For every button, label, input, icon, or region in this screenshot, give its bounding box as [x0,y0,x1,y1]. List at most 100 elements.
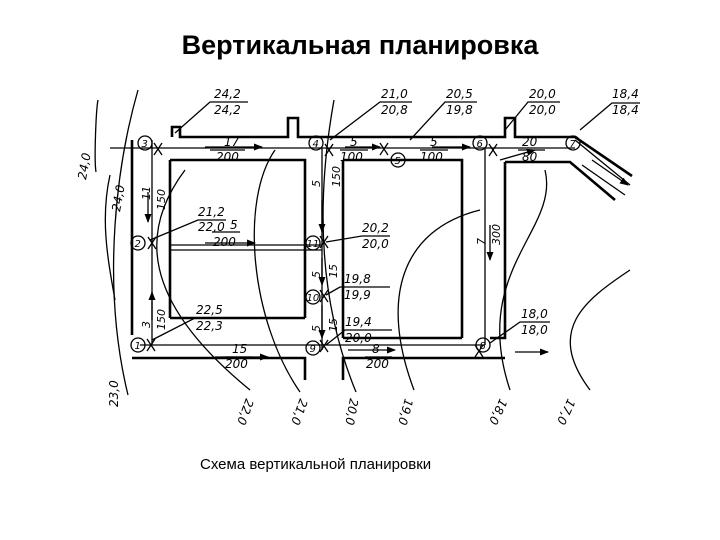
elevation-top: 20,0 [529,87,556,101]
elevation-top: 21,2 [198,205,225,219]
contour-20 [322,99,357,393]
elevation-top: 19,8 [344,272,371,286]
leader-el-2 [329,101,412,141]
slope-labels: 17 200 5 100 5 100 20 80 5 200 15 200 8 … [140,135,538,371]
slope-value: 17 [224,135,240,149]
svg-text:11: 11 [307,239,320,250]
elevation-bottom: 19,8 [446,103,473,117]
slope-length: 80 [522,150,538,164]
block-middle-outline [343,158,464,338]
block-west-outline [170,158,307,318]
slope-length: 100 [340,150,363,164]
node-1: 1 [130,337,156,353]
svg-text:5: 5 [395,156,401,167]
elevation-bottom: 20,0 [345,331,372,345]
contour-24-left [104,174,116,301]
flow-arrow [591,159,629,186]
contour-17 [569,269,631,391]
contour-label: 23,0 [107,380,121,407]
road-edges [130,116,633,380]
node-6: 6 [472,135,498,157]
slope-value: 5 [430,135,438,149]
flow-arrow [499,148,536,161]
contour-label: 20,0 [342,397,360,426]
leader-el-9 [151,317,225,341]
elevation-bottom: 22,3 [196,319,223,333]
slope-value: 5 [230,218,238,232]
elevation-bottom: 22,0 [198,220,225,234]
node-9: 9 [305,339,329,356]
block-east-top [505,160,616,201]
leader-el-8 [325,286,390,296]
svg-text:9: 9 [310,344,316,355]
elevation-bottom: 18,0 [521,323,548,337]
svg-text:10: 10 [307,293,320,304]
elevation-labels: 24,2 24,2 21,0 20,8 20,5 19,8 20,0 20,0 … [196,87,639,345]
elevation-top: 19,4 [345,315,372,329]
elevation-bottom: 24,2 [214,103,241,117]
leader-el-1 [174,101,248,134]
svg-text:2: 2 [135,239,141,250]
contour-23 [112,89,139,396]
svg-text:7: 7 [570,139,577,150]
road-edge-bottom-right [341,356,505,380]
slope-length: 200 [216,150,239,164]
slope-length: 150 [155,189,168,210]
road-edge-bottom-left [132,356,307,380]
figure-caption: Схема вертикальной планировки [200,456,432,473]
page-title: Вертикальная планировка [181,30,539,60]
slope-length: 150 [155,309,168,330]
node-10: 10 [305,289,329,305]
node-7: 7 [565,135,581,151]
contour-label: 24,0 [109,183,127,212]
elevation-top: 24,2 [214,87,241,101]
node-2: 2 [130,235,157,251]
elevation-bottom: 19,9 [344,288,371,302]
contour-label: 24,0 [75,151,93,180]
node-8: 8 [474,337,491,358]
node-11: 11 [305,235,329,251]
slope-length: 150 [330,166,343,187]
slope-length: 200 [366,357,389,371]
contour-label: 21,0 [288,397,310,427]
slope-value: 5 [310,325,323,332]
elevation-leaders [149,101,640,358]
elevation-bottom: 20,0 [529,103,556,117]
leader-el-6 [149,219,226,241]
slope-length: 300 [490,224,503,245]
contour-lines [94,89,631,396]
elevation-bottom: 20,8 [381,103,408,117]
contour-label: 22,0 [234,397,256,427]
slope-length: 15 [327,318,340,332]
elevation-bottom: 20,0 [362,237,389,251]
contour-label: 18,0 [486,397,510,427]
leader-el-7 [325,235,390,243]
slope-value: 7 [475,238,488,245]
elevation-bottom: 18,4 [612,103,639,117]
contour-18 [499,169,548,391]
slope-length: 200 [225,357,248,371]
leader-el-5 [579,102,640,131]
contour-21 [253,149,301,393]
slope-value: 11 [140,186,153,200]
node-4: 4 [308,135,334,157]
slope-value: 20 [522,135,538,149]
elevation-top: 18,4 [612,87,639,101]
contour-24-top [94,99,99,173]
slope-value: 3 [140,321,153,328]
leader-el-11 [489,321,550,344]
contour-label: 17,0 [554,397,578,427]
contour-label: 19,0 [395,397,416,427]
flow-arrows [144,143,629,361]
svg-text:3: 3 [142,139,148,150]
slope-length: 200 [213,235,236,249]
contour-19 [397,209,481,391]
slope-value: 5 [350,135,358,149]
slope-value: 5 [310,271,323,278]
elevation-top: 20,5 [446,87,473,101]
node-5: 5 [379,142,406,168]
leader-el-10 [325,329,392,346]
axis-east-exit-2 [581,164,626,196]
block-east-outline [490,162,507,340]
